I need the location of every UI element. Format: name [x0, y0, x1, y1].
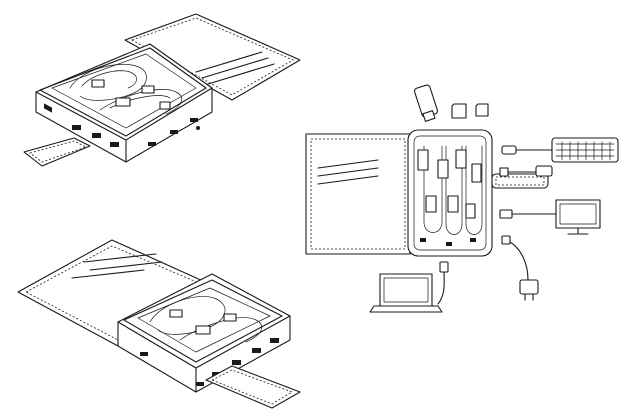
monitor-icon [499, 199, 601, 235]
plan-organizer-tray [407, 129, 493, 257]
plan-cover-panel [305, 133, 411, 255]
sd-card-icon [451, 103, 467, 119]
laptop-icon [369, 261, 449, 313]
cable-bundle-bottom [149, 296, 263, 343]
cable-bundle-top [69, 63, 183, 115]
strap-flap-bottom [205, 365, 301, 409]
cover-panel-top [124, 13, 301, 101]
strap-flap-top [23, 137, 91, 167]
micro-sd-card-icon [475, 103, 489, 117]
usb-flash-drive-icon [413, 84, 439, 122]
usb-dongle-icon [499, 165, 553, 177]
isometric-view-bottom [17, 239, 301, 409]
keyboard-icon [501, 137, 619, 163]
power-adapter-icon [501, 235, 539, 301]
isometric-view-top [23, 13, 301, 167]
plan-view [305, 84, 619, 313]
plan-strap [491, 173, 549, 189]
